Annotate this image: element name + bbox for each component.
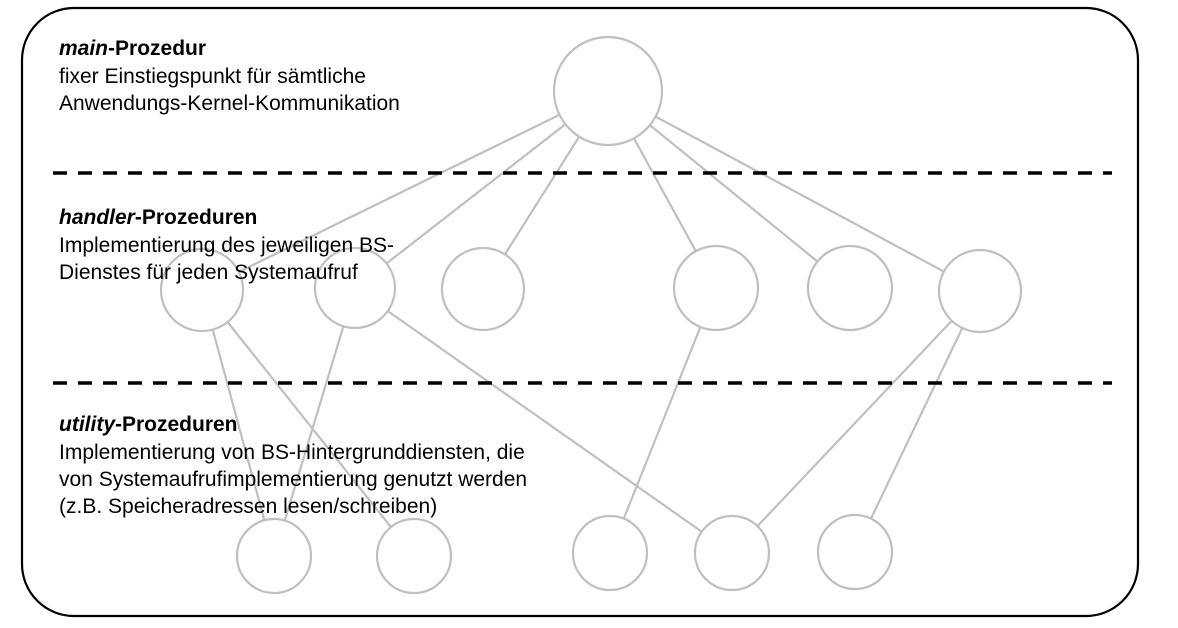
section-suffix-main: -Prozedur xyxy=(108,37,207,60)
diagram-frame xyxy=(20,6,1140,618)
graph-node-utility-3[interactable] xyxy=(571,514,649,592)
divider-layer xyxy=(53,171,1112,385)
section-label-handler: handler-Prozeduren Implementierung des j… xyxy=(59,205,394,286)
section-emphasis-main: main xyxy=(59,37,109,60)
section-emphasis-utility: utility xyxy=(59,413,115,436)
graph-edge xyxy=(238,113,560,273)
graph-node-utility-2[interactable] xyxy=(375,517,453,595)
section-label-main: main-Prozedur fixer Einstiegspunkt für s… xyxy=(59,36,400,117)
graph-edge xyxy=(385,123,567,265)
section-line-main-2: Anwendungs-Kernel-Kommunikation xyxy=(59,92,400,115)
graph-edge xyxy=(211,329,266,521)
node-layer xyxy=(159,35,1023,595)
graph-edge xyxy=(756,320,953,527)
section-title-handler: handler-Prozeduren xyxy=(59,205,394,231)
graph-edge xyxy=(503,136,581,255)
section-title-main: main-Prozedur xyxy=(59,36,400,62)
section-line-utility-3: (z.B. Speicheradressen lesen/schreiben) xyxy=(59,495,438,518)
section-line-main-1: fixer Einstiegspunkt für sämtliche xyxy=(59,65,366,88)
graph-edge xyxy=(283,325,345,521)
graph-edge xyxy=(387,310,703,533)
section-label-utility: utility-Prozeduren Implementierung von B… xyxy=(59,412,527,520)
graph-node-handler-5[interactable] xyxy=(806,244,894,332)
section-suffix-utility: -Prozeduren xyxy=(115,413,238,436)
graph-node-handler-2[interactable] xyxy=(313,246,397,330)
graph-edge xyxy=(226,321,392,528)
graph-edge xyxy=(622,326,702,520)
section-line-utility-1: Implementierung von BS-Hintergrunddienst… xyxy=(59,441,525,464)
section-line-utility-2: von Systemaufrufimplementierung genutzt … xyxy=(59,468,528,491)
section-suffix-handler: -Prozeduren xyxy=(134,206,258,229)
section-title-utility: utility-Prozeduren xyxy=(59,412,527,438)
graph-edge xyxy=(632,137,697,252)
graph-node-handler-1[interactable] xyxy=(159,247,245,333)
graph-node-handler-3[interactable] xyxy=(440,246,526,332)
graph-node-utility-5[interactable] xyxy=(816,513,894,591)
graph-node-utility-1[interactable] xyxy=(235,517,313,595)
graph-edge xyxy=(649,124,819,263)
frame-border xyxy=(20,6,1140,618)
graph-node-main-1[interactable] xyxy=(552,35,664,147)
section-emphasis-handler: handler xyxy=(59,206,135,229)
graph-node-handler-6[interactable] xyxy=(937,248,1023,334)
graph-node-handler-4[interactable] xyxy=(672,244,760,332)
edge-layer xyxy=(211,113,964,533)
section-line-handler-1: Implementierung des jeweiligen BS- xyxy=(59,234,395,257)
graph-edge xyxy=(655,115,945,273)
graph-edge xyxy=(869,327,964,520)
graph-node-utility-4[interactable] xyxy=(693,514,771,592)
section-line-handler-2: Dienstes für jeden Systemaufruf xyxy=(59,261,358,284)
